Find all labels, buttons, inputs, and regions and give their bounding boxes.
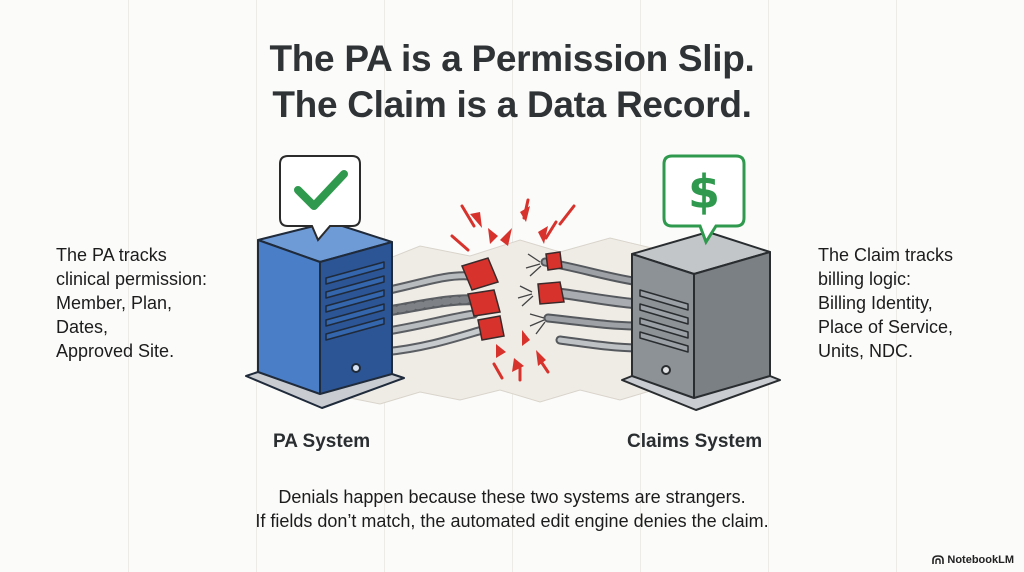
pa-description-line: Dates,	[56, 317, 109, 337]
claims-server	[621, 231, 781, 411]
claims-bubble: $	[662, 154, 746, 246]
pa-system-label: PA System	[273, 431, 371, 452]
checkmark-icon	[294, 170, 348, 210]
brand-label: NotebookLM	[947, 554, 1014, 566]
brand-watermark: NotebookLM	[932, 554, 1014, 566]
pa-bubble	[279, 155, 361, 242]
claims-description-line: The Claim tracks	[818, 245, 954, 265]
guide-line	[256, 0, 257, 572]
dollar-sign-icon: $	[688, 165, 720, 219]
claims-system-label: Claims System	[627, 431, 763, 452]
footer-caption: Denials happen because these two systems…	[0, 485, 1024, 533]
break-lines	[450, 198, 576, 382]
claims-description-line: Place of Service,	[818, 317, 954, 337]
break-burst	[470, 206, 548, 372]
pa-description-line: clinical permission:	[56, 269, 208, 289]
guide-line	[896, 0, 897, 572]
footer-line-2: If fields don’t match, the automated edi…	[255, 511, 769, 531]
claims-description: The Claim tracks billing logic: Billing …	[818, 243, 953, 363]
frayed-wires	[517, 253, 546, 335]
pa-description-line: Approved Site.	[56, 341, 175, 361]
pa-broken-connectors	[460, 257, 505, 341]
page-title: The PA is a Permission Slip. The Claim i…	[0, 36, 1024, 128]
title-line-1: The PA is a Permission Slip.	[269, 38, 755, 79]
title-line-2: The Claim is a Data Record.	[272, 84, 752, 125]
guide-line	[128, 0, 129, 572]
pa-server	[245, 221, 405, 409]
claims-description-line: billing logic:	[818, 269, 912, 289]
claims-description-line: Units, NDC.	[818, 341, 914, 361]
pa-description-line: The PA tracks	[56, 245, 167, 265]
pa-description: The PA tracks clinical permission: Membe…	[56, 243, 207, 363]
notebooklm-logo-icon	[932, 555, 945, 564]
pa-description-line: Member, Plan,	[56, 293, 173, 313]
claims-description-line: Billing Identity,	[818, 293, 933, 313]
footer-line-1: Denials happen because these two systems…	[278, 487, 746, 507]
claims-broken-connectors	[537, 251, 565, 305]
